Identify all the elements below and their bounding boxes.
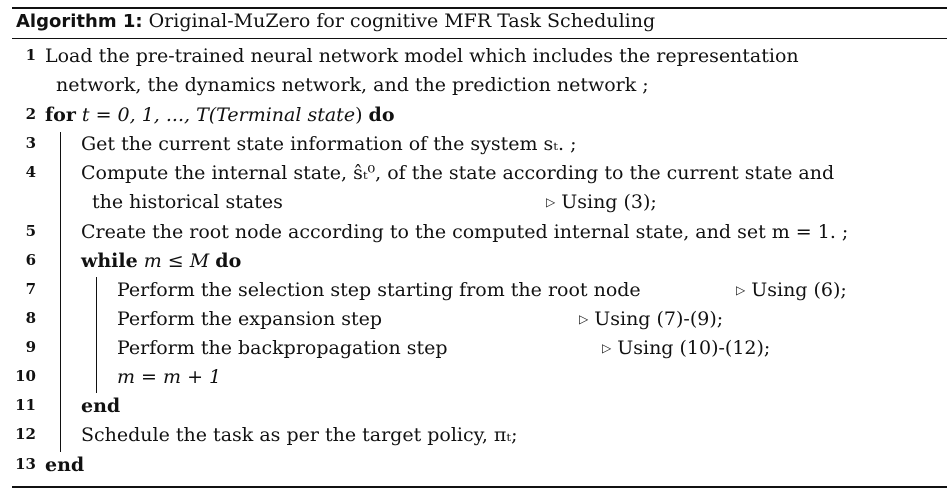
for-block-bar [60,132,61,452]
line-number: 3 [25,134,36,152]
algorithm-line: Perform the expansion step [117,308,383,330]
caption-title: Original-MuZero for cognitive MFR Task S… [148,10,656,32]
line-number: 8 [25,309,36,327]
line-number: 9 [25,338,36,356]
while-keyword: while [81,250,138,272]
comment-triangle-icon: ▷ [546,195,556,209]
algorithm-line: Get the current state information of the… [81,133,577,155]
for-expression: t = 0, 1, ..., T( [81,104,217,126]
line-number: 6 [25,251,36,269]
for-statement: for t = 0, 1, ..., T(Terminal state) do [45,103,395,127]
line-number: 2 [25,105,36,123]
end-keyword: end [45,454,85,476]
top-rule [12,7,947,9]
algorithm-line: Schedule the task as per the target poli… [81,424,518,446]
terminal-state: Terminal state [216,104,356,126]
algorithm-line: Compute the internal state, ŝₜ⁰, of the … [81,162,835,184]
line-number: 1 [25,46,36,64]
caption-rule [12,38,947,39]
line-number: 7 [25,280,36,298]
comment-triangle-icon: ▷ [579,312,589,326]
for-keyword: for [45,104,76,126]
line-number: 5 [25,222,36,240]
do-keyword: do [215,250,242,272]
line-number: 11 [15,396,36,414]
equation-reference: ▷Using (10)-(12); [602,337,771,359]
while-block-bar [96,277,97,393]
caption-label: Algorithm 1: [16,11,143,32]
end-keyword: end [81,395,121,417]
algorithm-line: the historical states [92,191,283,213]
algorithm-line: Create the root node according to the co… [81,221,849,243]
line-number: 10 [15,367,36,385]
algorithm-line: Perform the backpropagation step [117,337,448,359]
while-condition: m ≤ M [143,250,210,272]
equation-reference: ▷Using (7)-(9); [579,308,724,330]
equation-reference: ▷Using (3); [546,191,657,213]
for-close: ) [355,104,363,126]
line-number: 12 [15,425,36,443]
while-statement: while m ≤ M do [81,249,241,273]
algorithm-line: m = m + 1 [117,366,222,388]
comment-triangle-icon: ▷ [602,341,612,355]
algorithm-line: Perform the selection step starting from… [117,279,641,301]
algorithm-caption: Algorithm 1: Original-MuZero for cogniti… [16,10,655,32]
do-keyword: do [368,104,395,126]
comment-triangle-icon: ▷ [736,283,746,297]
line-number: 4 [25,163,36,181]
algorithm-line: Load the pre-trained neural network mode… [45,45,799,67]
bottom-rule [12,486,947,488]
equation-reference: ▷Using (6); [736,279,847,301]
line-number: 13 [15,455,36,473]
algorithm-line: network, the dynamics network, and the p… [56,74,649,96]
